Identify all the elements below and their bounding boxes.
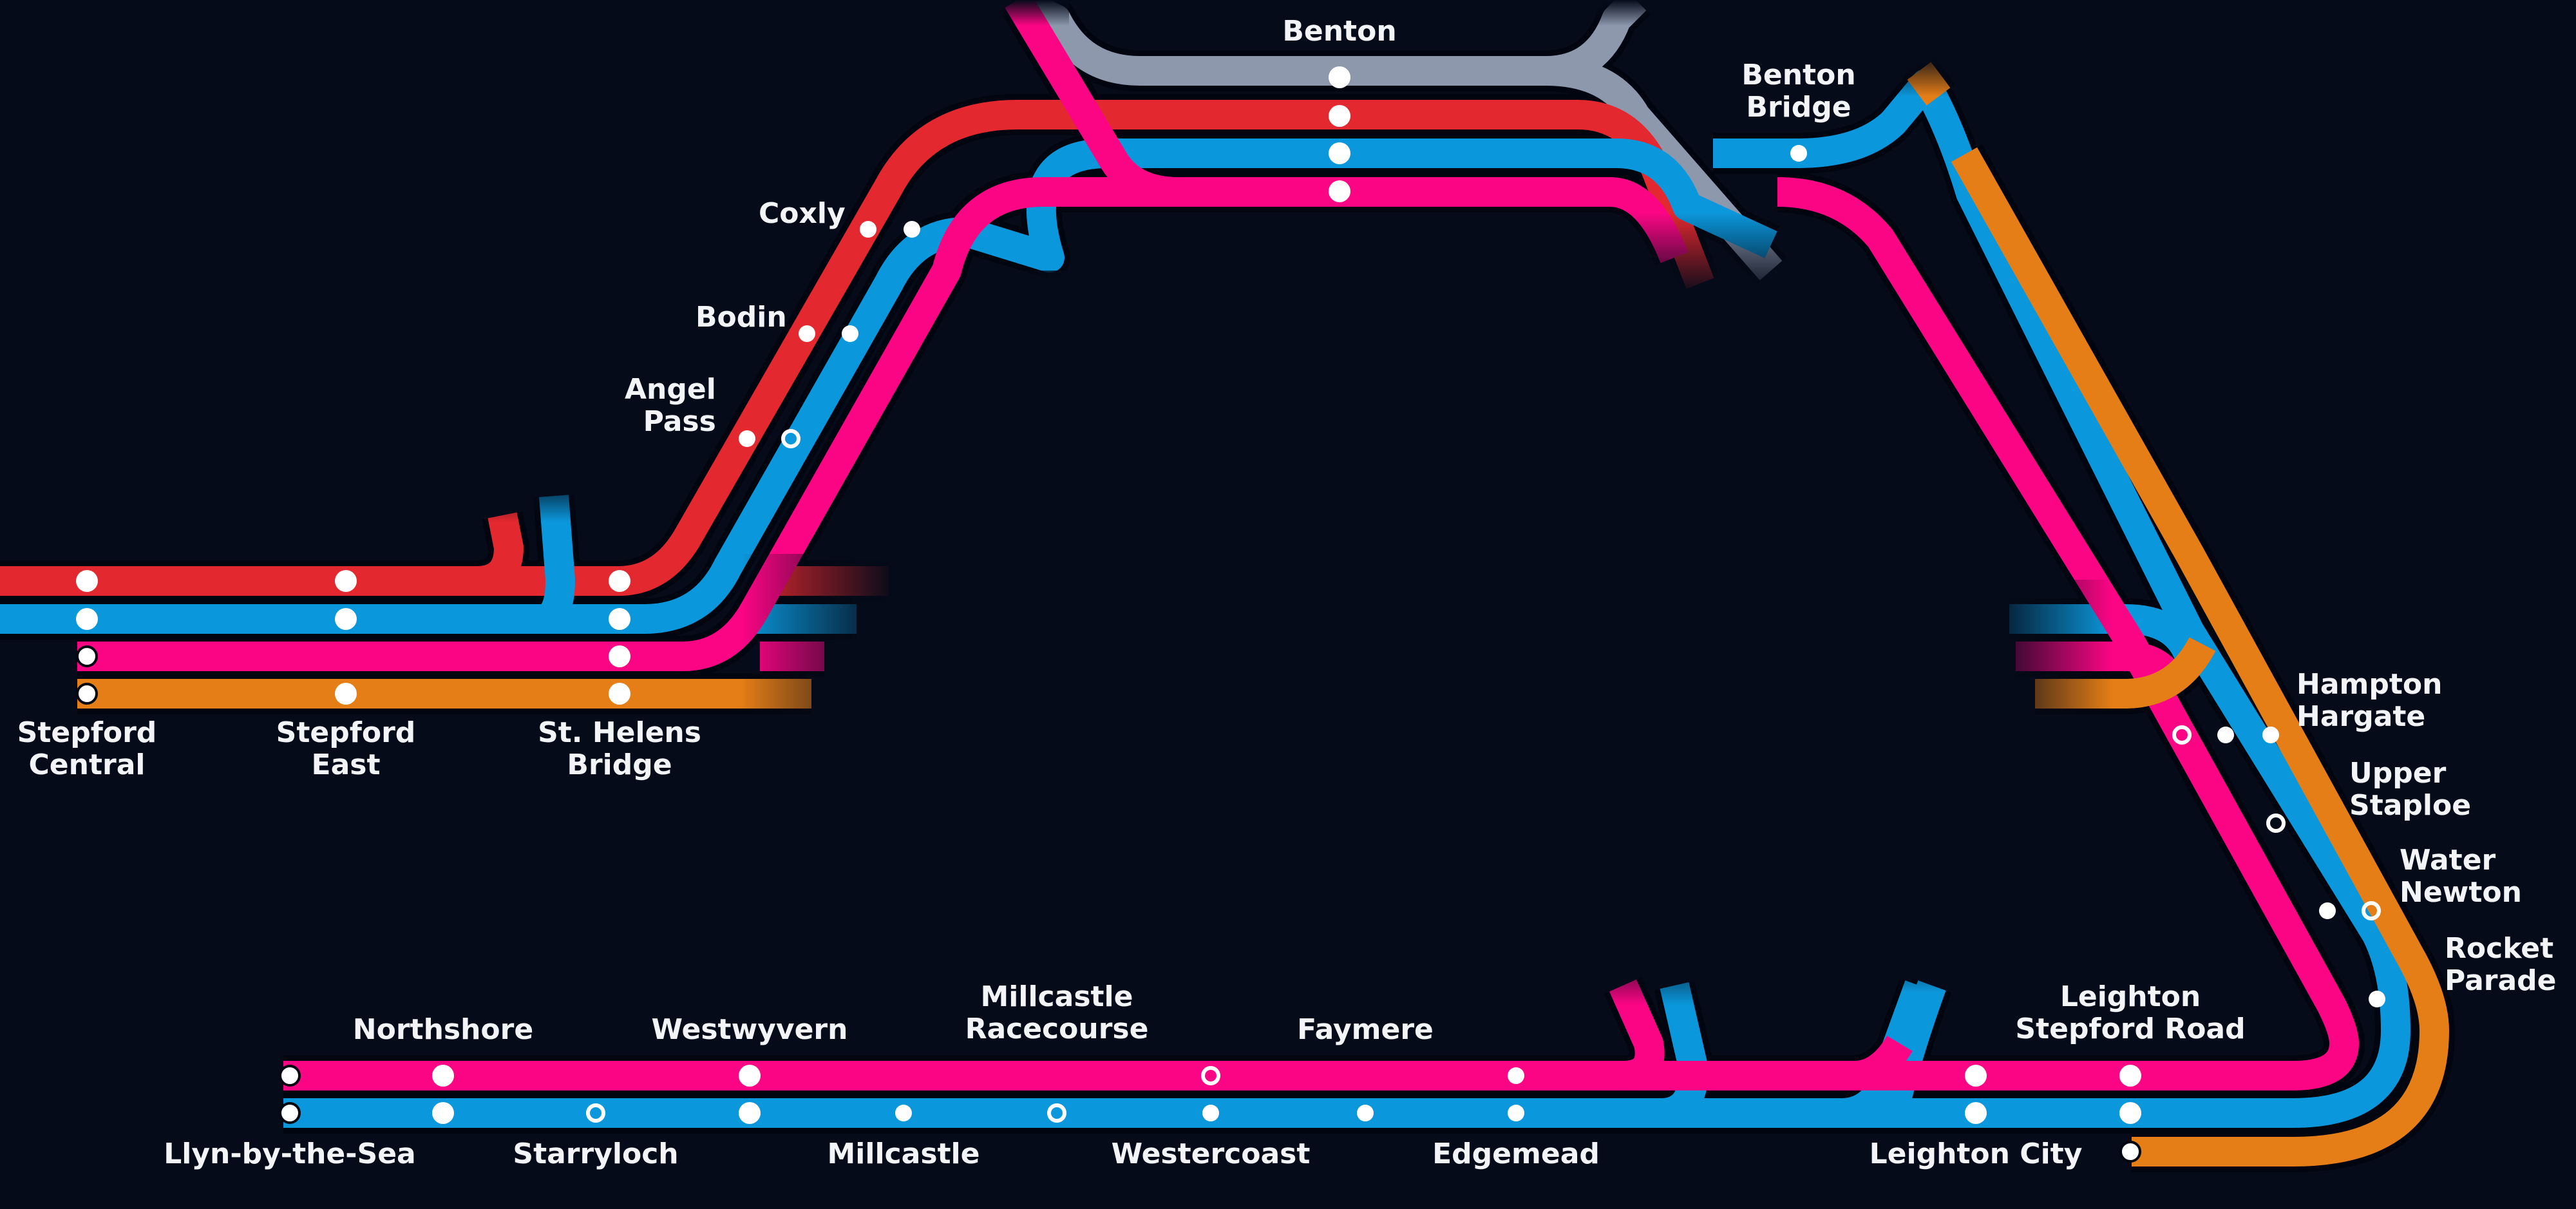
route-pink-branch-left xyxy=(2016,642,2175,681)
station-label-starryloch[interactable]: Starryloch xyxy=(513,1138,679,1170)
station-label-benton[interactable]: Benton xyxy=(1282,15,1397,48)
station-marker-edgemead-blue[interactable] xyxy=(1508,1105,1524,1121)
station-marker-stepford-east-blue[interactable] xyxy=(335,608,357,630)
station-marker-leighton-stepford-road-blue[interactable] xyxy=(2119,1102,2141,1124)
station-marker-northshore-blue[interactable] xyxy=(432,1102,454,1124)
station-marker-millcastle-racecourse-blue[interactable] xyxy=(1047,1103,1066,1123)
station-marker-llyn-by-the-sea-blue[interactable] xyxy=(279,1102,301,1124)
station-marker-hampton-hargate-blue[interactable] xyxy=(2217,727,2234,743)
station-marker-st-helens-bridge-blue[interactable] xyxy=(609,608,630,630)
station-marker-llyn-by-the-sea-pink[interactable] xyxy=(279,1065,301,1087)
station-marker-westercoast-blue[interactable] xyxy=(1202,1105,1219,1121)
station-marker-angel-pass-red[interactable] xyxy=(739,430,755,447)
station-label-northshore[interactable]: Northshore xyxy=(352,1013,534,1046)
station-marker-benton-pink[interactable] xyxy=(1329,180,1350,202)
station-label-coxly[interactable]: Coxly xyxy=(759,197,846,230)
station-label-llyn-by-the-sea[interactable]: Llyn-by-the-Sea xyxy=(164,1138,416,1170)
route-lines xyxy=(0,0,2449,1166)
line-fades xyxy=(483,0,2112,1005)
station-markers xyxy=(76,66,2385,1163)
station-marker-st-helens-bridge-orange[interactable] xyxy=(609,683,630,705)
station-marker-benton-bridge-blue[interactable] xyxy=(1790,145,1807,162)
station-marker-stepford-central-pink[interactable] xyxy=(76,645,98,667)
station-marker-water-newton-orange[interactable] xyxy=(2362,901,2381,920)
station-marker-westwyvern-pink[interactable] xyxy=(739,1065,761,1087)
station-marker-stepford-east-orange[interactable] xyxy=(335,683,357,705)
station-marker-edgemead-pink[interactable] xyxy=(1508,1067,1524,1084)
station-marker-bodin-red[interactable] xyxy=(799,325,815,342)
route-pink-branch-bottom xyxy=(1609,979,1913,1090)
station-marker-stepford-east-red[interactable] xyxy=(335,570,357,592)
station-marker-rocket-parade-blue[interactable] xyxy=(2369,991,2385,1007)
station-label-westwyvern[interactable]: Westwyvern xyxy=(651,1013,848,1046)
station-label-faymere[interactable]: Faymere xyxy=(1297,1013,1434,1046)
route-pink xyxy=(77,0,2359,1090)
station-marker-starryloch-blue[interactable] xyxy=(586,1103,605,1123)
station-marker-stepford-central-orange[interactable] xyxy=(76,683,98,705)
station-marker-stepford-central-blue[interactable] xyxy=(76,608,98,630)
station-label-hampton-hargate[interactable]: Hampton Hargate xyxy=(2297,668,2443,733)
station-marker-upper-staploe-blue[interactable] xyxy=(2266,814,2286,833)
route-gray-branch xyxy=(1545,56,1783,281)
station-label-stepford-east[interactable]: Stepford East xyxy=(276,716,416,781)
route-gray xyxy=(1010,0,1647,86)
station-marker-coxly-red[interactable] xyxy=(860,221,876,238)
station-marker-coxly-blue[interactable] xyxy=(904,221,920,238)
station-marker-leighton-stepford-road-pink[interactable] xyxy=(2119,1065,2141,1087)
station-marker-leighton-city-blue[interactable] xyxy=(1965,1102,1987,1124)
station-label-angel-pass[interactable]: Angel Pass xyxy=(625,373,716,438)
route-orange xyxy=(77,147,2449,1166)
station-label-edgemead[interactable]: Edgemead xyxy=(1432,1138,1600,1170)
station-label-bodin[interactable]: Bodin xyxy=(696,301,787,334)
station-marker-northshore-pink[interactable] xyxy=(432,1065,454,1087)
station-marker-water-newton-blue[interactable] xyxy=(2319,902,2336,919)
station-marker-hampton-hargate-pink[interactable] xyxy=(2172,725,2192,745)
station-label-millcastle-racecourse[interactable]: Millcastle Racecourse xyxy=(965,980,1149,1045)
station-marker-benton-blue[interactable] xyxy=(1329,142,1350,164)
station-marker-hampton-hargate-orange[interactable] xyxy=(2262,727,2279,743)
station-marker-faymere-blue[interactable] xyxy=(1357,1105,1374,1121)
station-marker-benton-gray[interactable] xyxy=(1329,66,1350,88)
station-label-upper-staploe[interactable]: Upper Staploe xyxy=(2349,757,2472,822)
station-marker-westercoast-pink[interactable] xyxy=(1201,1066,1220,1085)
station-label-st-helens-bridge[interactable]: St. Helens Bridge xyxy=(538,716,701,781)
station-label-stepford-central[interactable]: Stepford Central xyxy=(17,716,157,781)
station-label-water-newton[interactable]: Water Newton xyxy=(2400,844,2522,909)
station-marker-westwyvern-blue[interactable] xyxy=(739,1102,761,1124)
station-label-benton-bridge[interactable]: Benton Bridge xyxy=(1741,59,1856,124)
route-blue xyxy=(0,69,2410,1128)
station-marker-bodin-blue[interactable] xyxy=(842,325,858,342)
station-marker-stepford-central-red[interactable] xyxy=(76,570,98,592)
station-marker-st-helens-bridge-red[interactable] xyxy=(609,570,630,592)
station-label-leighton-stepford-road[interactable]: Leighton Stepford Road xyxy=(2015,980,2246,1045)
station-marker-st-helens-bridge-pink[interactable] xyxy=(609,645,630,667)
station-marker-leighton-city-pink[interactable] xyxy=(1965,1065,1987,1087)
station-label-rocket-parade[interactable]: Rocket Parade xyxy=(2445,932,2557,997)
station-label-westercoast[interactable]: Westercoast xyxy=(1111,1138,1311,1170)
station-marker-millcastle-blue[interactable] xyxy=(895,1105,912,1121)
station-label-millcastle[interactable]: Millcastle xyxy=(827,1138,980,1170)
station-label-leighton-city[interactable]: Leighton City xyxy=(1869,1138,2083,1170)
station-marker-leighton-stepford-road-orange[interactable] xyxy=(2119,1141,2141,1163)
station-marker-benton-red[interactable] xyxy=(1329,105,1350,127)
route-red xyxy=(0,100,1714,596)
station-marker-angel-pass-blue[interactable] xyxy=(781,429,800,448)
